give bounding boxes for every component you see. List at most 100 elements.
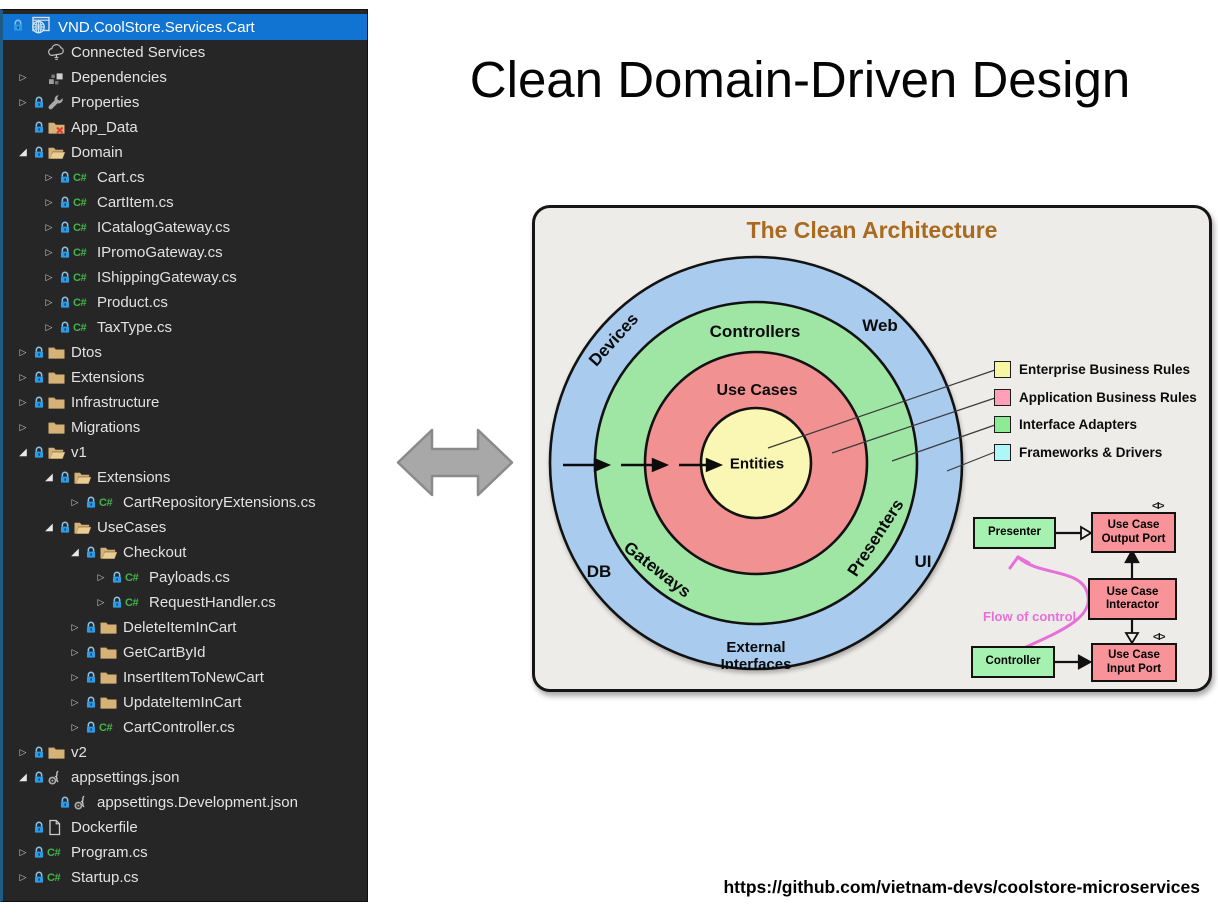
web-project-icon bbox=[29, 16, 51, 38]
tree-item[interactable]: ▷ C# CartRepositoryExtensions.cs bbox=[3, 490, 367, 515]
csharp-icon: C# bbox=[125, 571, 139, 584]
expander-icon[interactable]: ▷ bbox=[19, 372, 27, 382]
expander-icon[interactable]: ▷ bbox=[19, 872, 27, 882]
tree-item[interactable]: ▷ v2 bbox=[3, 740, 367, 765]
expander-icon[interactable]: ◢ bbox=[71, 547, 79, 558]
expander-icon[interactable]: ▷ bbox=[45, 172, 53, 182]
tree-item[interactable]: ▷ Properties bbox=[3, 90, 367, 115]
tree-item-label: Dockerfile bbox=[71, 819, 138, 836]
expander-icon[interactable]: ▷ bbox=[71, 697, 79, 707]
tree-item[interactable]: ▷ C# Cart.cs bbox=[3, 165, 367, 190]
tree-item[interactable]: ▷ C# Product.cs bbox=[3, 290, 367, 315]
legend: Enterprise Business Rules Application Bu… bbox=[994, 361, 1197, 471]
expander-icon[interactable]: ▷ bbox=[19, 847, 27, 857]
tree-item[interactable]: ◢ Extensions bbox=[3, 465, 367, 490]
tree-item-label: App_Data bbox=[71, 119, 138, 136]
lock-icon bbox=[60, 246, 70, 258]
expander-icon[interactable]: ▷ bbox=[97, 572, 105, 582]
legend-swatch bbox=[994, 416, 1011, 433]
expander-icon[interactable]: ◢ bbox=[45, 472, 53, 483]
expander-icon[interactable]: ▷ bbox=[45, 322, 53, 332]
tree-item-label: Startup.cs bbox=[71, 869, 139, 886]
legend-label: Interface Adapters bbox=[1019, 417, 1138, 432]
lock-icon bbox=[60, 171, 70, 183]
legend-item: Application Business Rules bbox=[994, 388, 1197, 406]
tree-item[interactable]: ▷ C# IShippingGateway.cs bbox=[3, 265, 367, 290]
tree-item[interactable]: App_Data bbox=[3, 115, 367, 140]
expander-icon[interactable]: ◢ bbox=[19, 772, 27, 783]
expander-icon[interactable]: ◢ bbox=[45, 522, 53, 533]
tree-item[interactable]: ▷ Extensions bbox=[3, 365, 367, 390]
expander-icon[interactable]: ▷ bbox=[19, 347, 27, 357]
expander-icon[interactable]: ▷ bbox=[71, 672, 79, 682]
tree-item[interactable]: ▷ GetCartById bbox=[3, 640, 367, 665]
lock-icon bbox=[86, 646, 96, 658]
tree-item[interactable]: ▷ C# CartItem.cs bbox=[3, 190, 367, 215]
tree-item[interactable]: appsettings.Development.json bbox=[3, 790, 367, 815]
tree-item[interactable]: ▷ DeleteItemInCart bbox=[3, 615, 367, 640]
tree-item-project[interactable]: VND.CoolStore.Services.Cart bbox=[3, 14, 367, 40]
tree-item[interactable]: ▷ Migrations bbox=[3, 415, 367, 440]
tree-item[interactable]: Connected Services bbox=[3, 40, 367, 65]
left-right-arrow-icon bbox=[396, 428, 514, 497]
folder-icon bbox=[99, 670, 121, 686]
folder-icon bbox=[47, 370, 69, 386]
lock-icon bbox=[34, 446, 44, 458]
tree-item-label: Extensions bbox=[97, 469, 171, 486]
expander-icon[interactable]: ▷ bbox=[45, 297, 53, 307]
tree-item[interactable]: ▷ C# ICatalogGateway.cs bbox=[3, 215, 367, 240]
tree-item[interactable]: ▷ UpdateItemInCart bbox=[3, 690, 367, 715]
expander-icon[interactable]: ▷ bbox=[71, 497, 79, 507]
expander-icon[interactable]: ▷ bbox=[19, 747, 27, 757]
expander-icon[interactable]: ▷ bbox=[19, 397, 27, 407]
tree-item[interactable]: ▷ Dtos bbox=[3, 340, 367, 365]
lock-icon bbox=[112, 596, 122, 608]
tree-item[interactable]: ▷ InsertItemToNewCart bbox=[3, 665, 367, 690]
expander-icon[interactable]: ▷ bbox=[97, 597, 105, 607]
expander-icon[interactable]: ▷ bbox=[19, 422, 27, 432]
expander-icon[interactable]: ▷ bbox=[71, 722, 79, 732]
expander-icon[interactable]: ◢ bbox=[19, 447, 27, 458]
tree-item-label: v2 bbox=[71, 744, 87, 761]
tree-item[interactable]: ▷ C# CartController.cs bbox=[3, 715, 367, 740]
tree-item[interactable]: ◢ appsettings.json bbox=[3, 765, 367, 790]
legend-item: Interface Adapters bbox=[994, 416, 1197, 433]
tree-items: Connected Services ▷ Dependencies ▷ Prop… bbox=[3, 40, 367, 890]
tree-item[interactable]: ◢ UseCases bbox=[3, 515, 367, 540]
legend-swatch bbox=[994, 443, 1011, 461]
tree-item[interactable]: Dockerfile bbox=[3, 815, 367, 840]
tree-item[interactable]: ▷ C# RequestHandler.cs bbox=[3, 590, 367, 615]
tree-item[interactable]: ▷ C# Startup.cs bbox=[3, 865, 367, 890]
expander-icon[interactable]: ▷ bbox=[71, 622, 79, 632]
expander-icon[interactable]: ▷ bbox=[71, 647, 79, 657]
tree-item[interactable]: ▷ C# IPromoGateway.cs bbox=[3, 240, 367, 265]
folder-icon bbox=[47, 345, 69, 361]
folder-open-icon bbox=[73, 470, 95, 486]
lock-icon bbox=[34, 121, 44, 133]
lock-icon bbox=[13, 19, 23, 31]
tree-item-label: GetCartById bbox=[123, 644, 206, 661]
expander-icon[interactable]: ▷ bbox=[19, 72, 27, 82]
expander-icon[interactable]: ▷ bbox=[45, 272, 53, 282]
clean-architecture-diagram: The Clean Architecture Devices Web Contr… bbox=[532, 205, 1212, 692]
expander-icon[interactable]: ▷ bbox=[45, 222, 53, 232]
tree-item-label: v1 bbox=[71, 444, 87, 461]
lock-icon bbox=[60, 796, 70, 808]
folder-icon bbox=[47, 420, 69, 436]
legend-label: Enterprise Business Rules bbox=[1019, 362, 1191, 377]
tree-item[interactable]: ▷ Dependencies bbox=[3, 65, 367, 90]
tree-item[interactable]: ◢ Checkout bbox=[3, 540, 367, 565]
expander-icon[interactable]: ▷ bbox=[19, 97, 27, 107]
tree-item[interactable]: ◢ v1 bbox=[3, 440, 367, 465]
tree-item[interactable]: ▷ C# TaxType.cs bbox=[3, 315, 367, 340]
tree-item[interactable]: ▷ C# Program.cs bbox=[3, 840, 367, 865]
tree-item-label: UseCases bbox=[97, 519, 167, 536]
expander-icon[interactable]: ▷ bbox=[45, 197, 53, 207]
expander-icon[interactable]: ◢ bbox=[19, 147, 27, 158]
tree-item-label: UpdateItemInCart bbox=[123, 694, 242, 711]
expander-icon[interactable]: ▷ bbox=[45, 247, 53, 257]
tree-item[interactable]: ▷ C# Payloads.cs bbox=[3, 565, 367, 590]
json-icon bbox=[47, 769, 69, 786]
tree-item[interactable]: ◢ Domain bbox=[3, 140, 367, 165]
tree-item[interactable]: ▷ Infrastructure bbox=[3, 390, 367, 415]
